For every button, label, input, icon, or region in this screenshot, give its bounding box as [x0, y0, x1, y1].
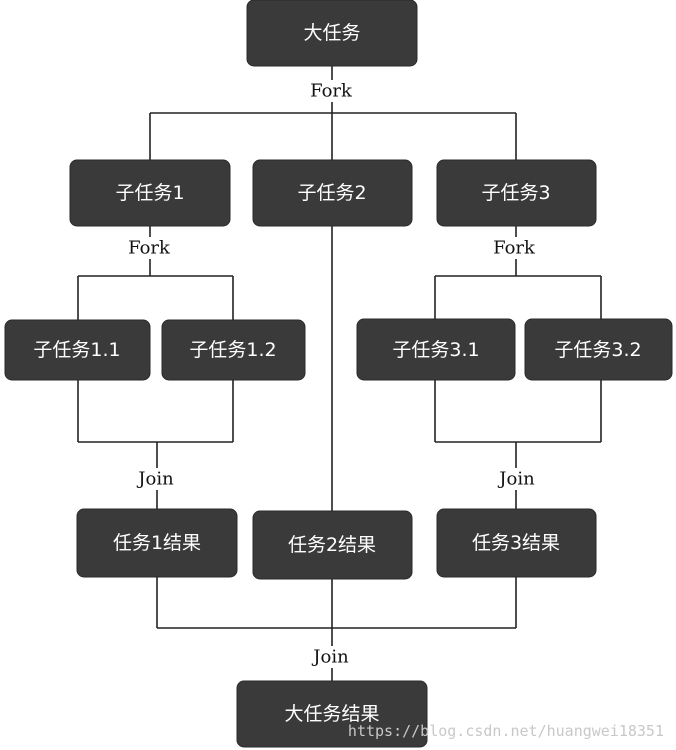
node-big-result: 大任务结果 [236, 680, 428, 748]
node-sub-task-3-1-label: 子任务3.1 [392, 339, 479, 361]
node-sub-task-1-label: 子任务1 [115, 182, 184, 204]
label-fork-left: Fork [128, 238, 171, 259]
node-big-task-label: 大任务 [303, 22, 360, 44]
node-sub-task-1-2: 子任务1.2 [161, 319, 306, 381]
watermark-text: https://blog.csdn.net/huangwei18351 [348, 722, 664, 740]
flow-labels: Fork Fork Fork Join Join Join [124, 80, 543, 668]
node-result-2: 任务2结果 [252, 510, 413, 580]
node-sub-task-1-2-label: 子任务1.2 [189, 339, 276, 361]
node-result-3-label: 任务3结果 [472, 532, 560, 554]
node-sub-task-3-2-label: 子任务3.2 [554, 339, 641, 361]
label-fork-right: Fork [493, 238, 536, 259]
node-sub-task-1-1: 子任务1.1 [4, 319, 151, 381]
node-sub-task-1: 子任务1 [69, 159, 231, 227]
label-join-left: Join [136, 469, 174, 490]
node-sub-task-2-label: 子任务2 [297, 182, 366, 204]
node-sub-task-2: 子任务2 [252, 159, 413, 227]
label-join-bottom: Join [311, 647, 349, 668]
node-sub-task-3: 子任务3 [436, 159, 597, 227]
node-big-result-label: 大任务结果 [284, 703, 379, 725]
node-sub-task-3-label: 子任务3 [481, 182, 550, 204]
node-result-1-label: 任务1结果 [113, 532, 201, 554]
node-sub-task-1-1-label: 子任务1.1 [33, 339, 120, 361]
node-sub-task-3-2: 子任务3.2 [524, 318, 673, 381]
connectors [77, 66, 602, 681]
node-result-1: 任务1结果 [76, 508, 238, 578]
node-sub-task-3-1: 子任务3.1 [356, 318, 516, 381]
label-join-right: Join [497, 469, 535, 490]
node-result-3: 任务3结果 [436, 508, 597, 578]
label-fork-top: Fork [310, 81, 353, 102]
node-result-2-label: 任务2结果 [288, 534, 376, 556]
node-big-task: 大任务 [246, 0, 418, 67]
